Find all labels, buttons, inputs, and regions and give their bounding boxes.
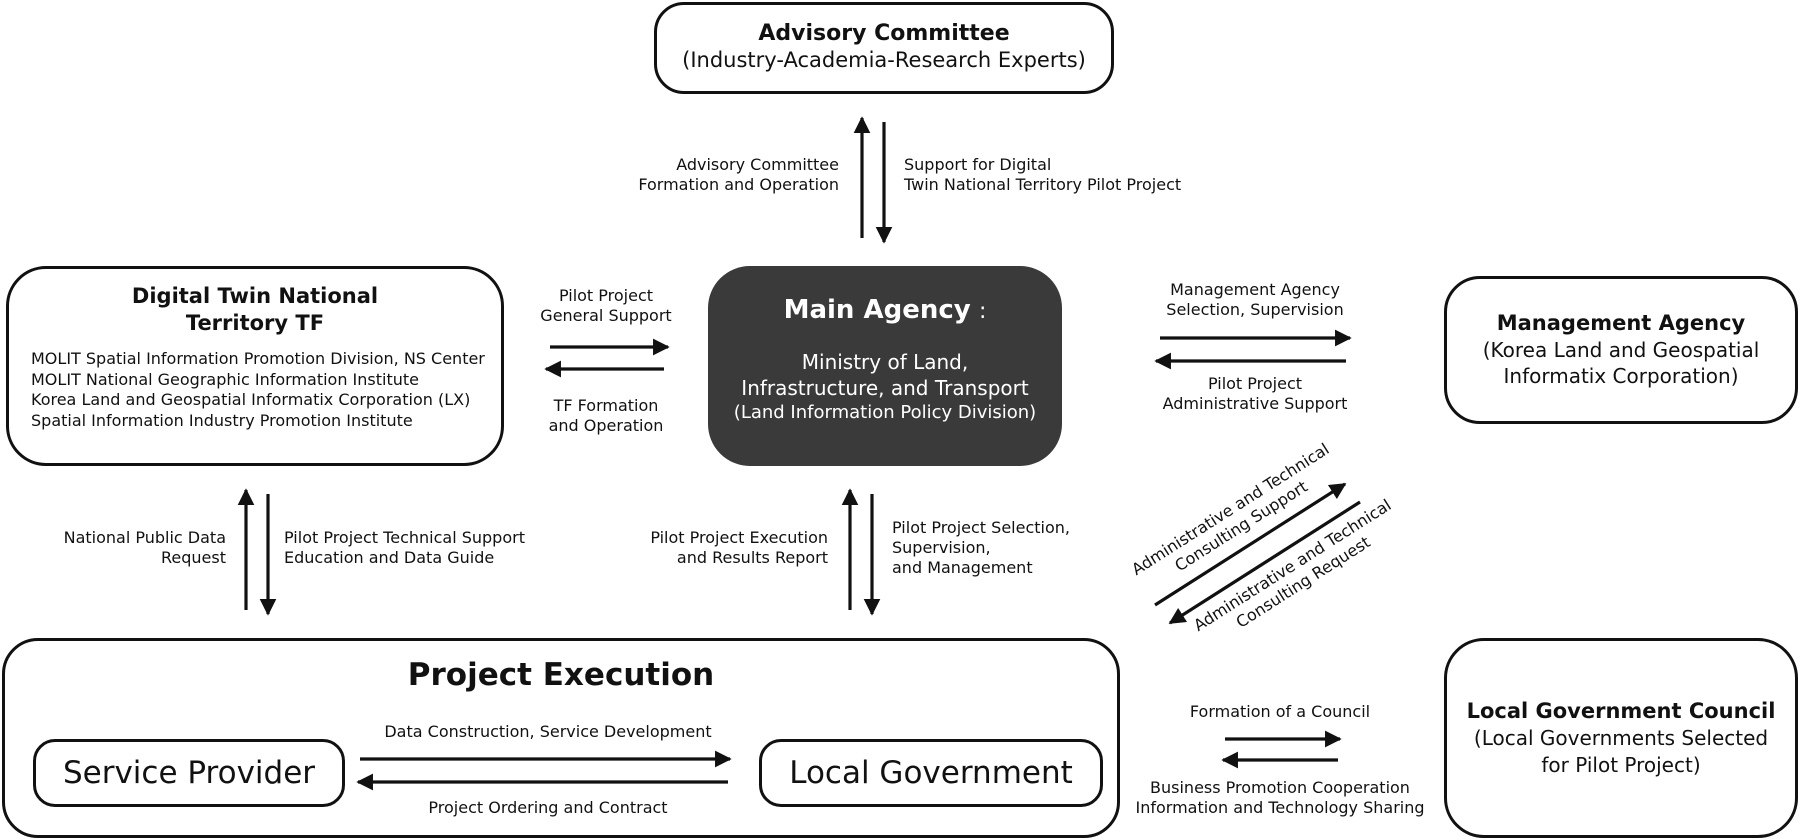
- label-line: Pilot Project Execution: [650, 528, 828, 547]
- advisory-committee-subtitle: (Industry-Academia-Research Experts): [682, 48, 1086, 72]
- management-agency-box: Management Agency (Korea Land and Geospa…: [1444, 276, 1798, 424]
- tf-title-line1: Digital Twin National: [131, 284, 379, 308]
- project-execution-title: Project Execution: [407, 657, 715, 693]
- service-provider-label: Service Provider: [62, 755, 316, 791]
- council-line1: (Local Governments Selected: [1473, 726, 1769, 750]
- project-execution-box: Project Execution Service Provider Local…: [2, 638, 1120, 838]
- label-line: Project Ordering and Contract: [428, 798, 668, 817]
- label-business-promotion: Business Promotion Cooperation Informati…: [1130, 778, 1430, 818]
- label-line: National Public Data: [63, 528, 226, 547]
- local-government-council-box: Local Government Council (Local Governme…: [1444, 638, 1798, 838]
- label-line: Pilot Project Selection,: [892, 518, 1070, 537]
- label-tf-formation: TF Formation and Operation: [528, 396, 684, 436]
- council-title: Local Government Council: [1466, 699, 1776, 723]
- tf-title: Digital Twin National Territory TF: [9, 283, 501, 337]
- label-line: Management Agency: [1170, 280, 1340, 299]
- label-management-selection: Management Agency Selection, Supervision: [1150, 280, 1360, 320]
- main-agency-title: Main Agency: [783, 295, 971, 325]
- label-project-ordering: Project Ordering and Contract: [340, 798, 756, 818]
- tf-box: Digital Twin National Territory TF MOLIT…: [6, 266, 504, 466]
- management-agency-title: Management Agency: [1496, 311, 1746, 335]
- label-pilot-technical-support: Pilot Project Technical Support Educatio…: [284, 528, 525, 568]
- label-line: and Management: [892, 558, 1033, 577]
- label-line: Advisory Committee: [676, 155, 839, 174]
- tf-members: MOLIT Spatial Information Promotion Divi…: [31, 349, 501, 431]
- management-agency-line2: Informatix Corporation): [1503, 364, 1739, 388]
- local-government-label: Local Government: [789, 755, 1073, 791]
- label-line: Education and Data Guide: [284, 548, 495, 567]
- label-line: and Results Report: [676, 548, 828, 567]
- tf-member: MOLIT Spatial Information Promotion Divi…: [31, 349, 485, 368]
- tf-member: Spatial Information Industry Promotion I…: [31, 410, 413, 430]
- label-line: Business Promotion Cooperation: [1150, 778, 1410, 797]
- council-line2: for Pilot Project): [1541, 753, 1701, 777]
- label-line: Information and Technology Sharing: [1135, 798, 1425, 817]
- main-agency-line3: (Land Information Policy Division): [733, 402, 1037, 423]
- label-line: Support for Digital: [904, 155, 1052, 174]
- label-line: Twin National Territory Pilot Project: [904, 175, 1182, 194]
- label-line: Formation and Operation: [638, 175, 839, 194]
- label-pilot-selection: Pilot Project Selection, Supervision, an…: [892, 518, 1070, 578]
- tf-member: Korea Land and Geospatial Informatix Cor…: [31, 390, 471, 409]
- label-line: Data Construction, Service Development: [384, 722, 712, 741]
- main-agency-box: Main Agency : Ministry of Land, Infrastr…: [708, 266, 1062, 466]
- label-pilot-admin-support: Pilot Project Administrative Support: [1150, 374, 1360, 414]
- label-line: Selection, Supervision: [1166, 300, 1344, 319]
- tf-title-line2: Territory TF: [185, 311, 325, 335]
- label-support-digital-twin: Support for Digital Twin National Territ…: [904, 155, 1181, 195]
- advisory-committee-title: Advisory Committee: [758, 21, 1010, 46]
- main-agency-line2: Infrastructure, and Transport: [741, 376, 1029, 400]
- main-agency-line1: Ministry of Land,: [801, 350, 969, 374]
- label-line: Pilot Project: [558, 286, 654, 305]
- management-agency-line1: (Korea Land and Geospatial: [1482, 338, 1760, 362]
- tf-member: MOLIT National Geographic Information In…: [31, 369, 419, 389]
- label-line: Supervision,: [892, 538, 991, 557]
- label-line: and Operation: [548, 416, 664, 435]
- label-line: Pilot Project Technical Support: [284, 528, 525, 547]
- label-line: General Support: [540, 306, 672, 325]
- label-advisory-formation: Advisory Committee Formation and Operati…: [638, 155, 839, 195]
- label-formation-council: Formation of a Council: [1140, 702, 1420, 722]
- label-data-construction: Data Construction, Service Development: [340, 722, 756, 742]
- main-agency-colon: :: [978, 299, 987, 324]
- local-government-box: Local Government: [759, 739, 1103, 807]
- label-line: Pilot Project: [1207, 374, 1303, 393]
- label-national-public-data: National Public Data Request: [64, 528, 226, 568]
- label-pilot-execution-report: Pilot Project Execution and Results Repo…: [650, 528, 828, 568]
- label-pilot-general-support: Pilot Project General Support: [528, 286, 684, 326]
- label-line: Request: [161, 548, 226, 567]
- advisory-committee-box: Advisory Committee (Industry-Academia-Re…: [654, 2, 1114, 94]
- service-provider-box: Service Provider: [33, 739, 345, 807]
- label-line: Administrative Support: [1162, 394, 1348, 413]
- label-line: TF Formation: [553, 396, 659, 415]
- main-agency-title-row: Main Agency :: [711, 295, 1059, 325]
- label-line: Formation of a Council: [1189, 702, 1371, 721]
